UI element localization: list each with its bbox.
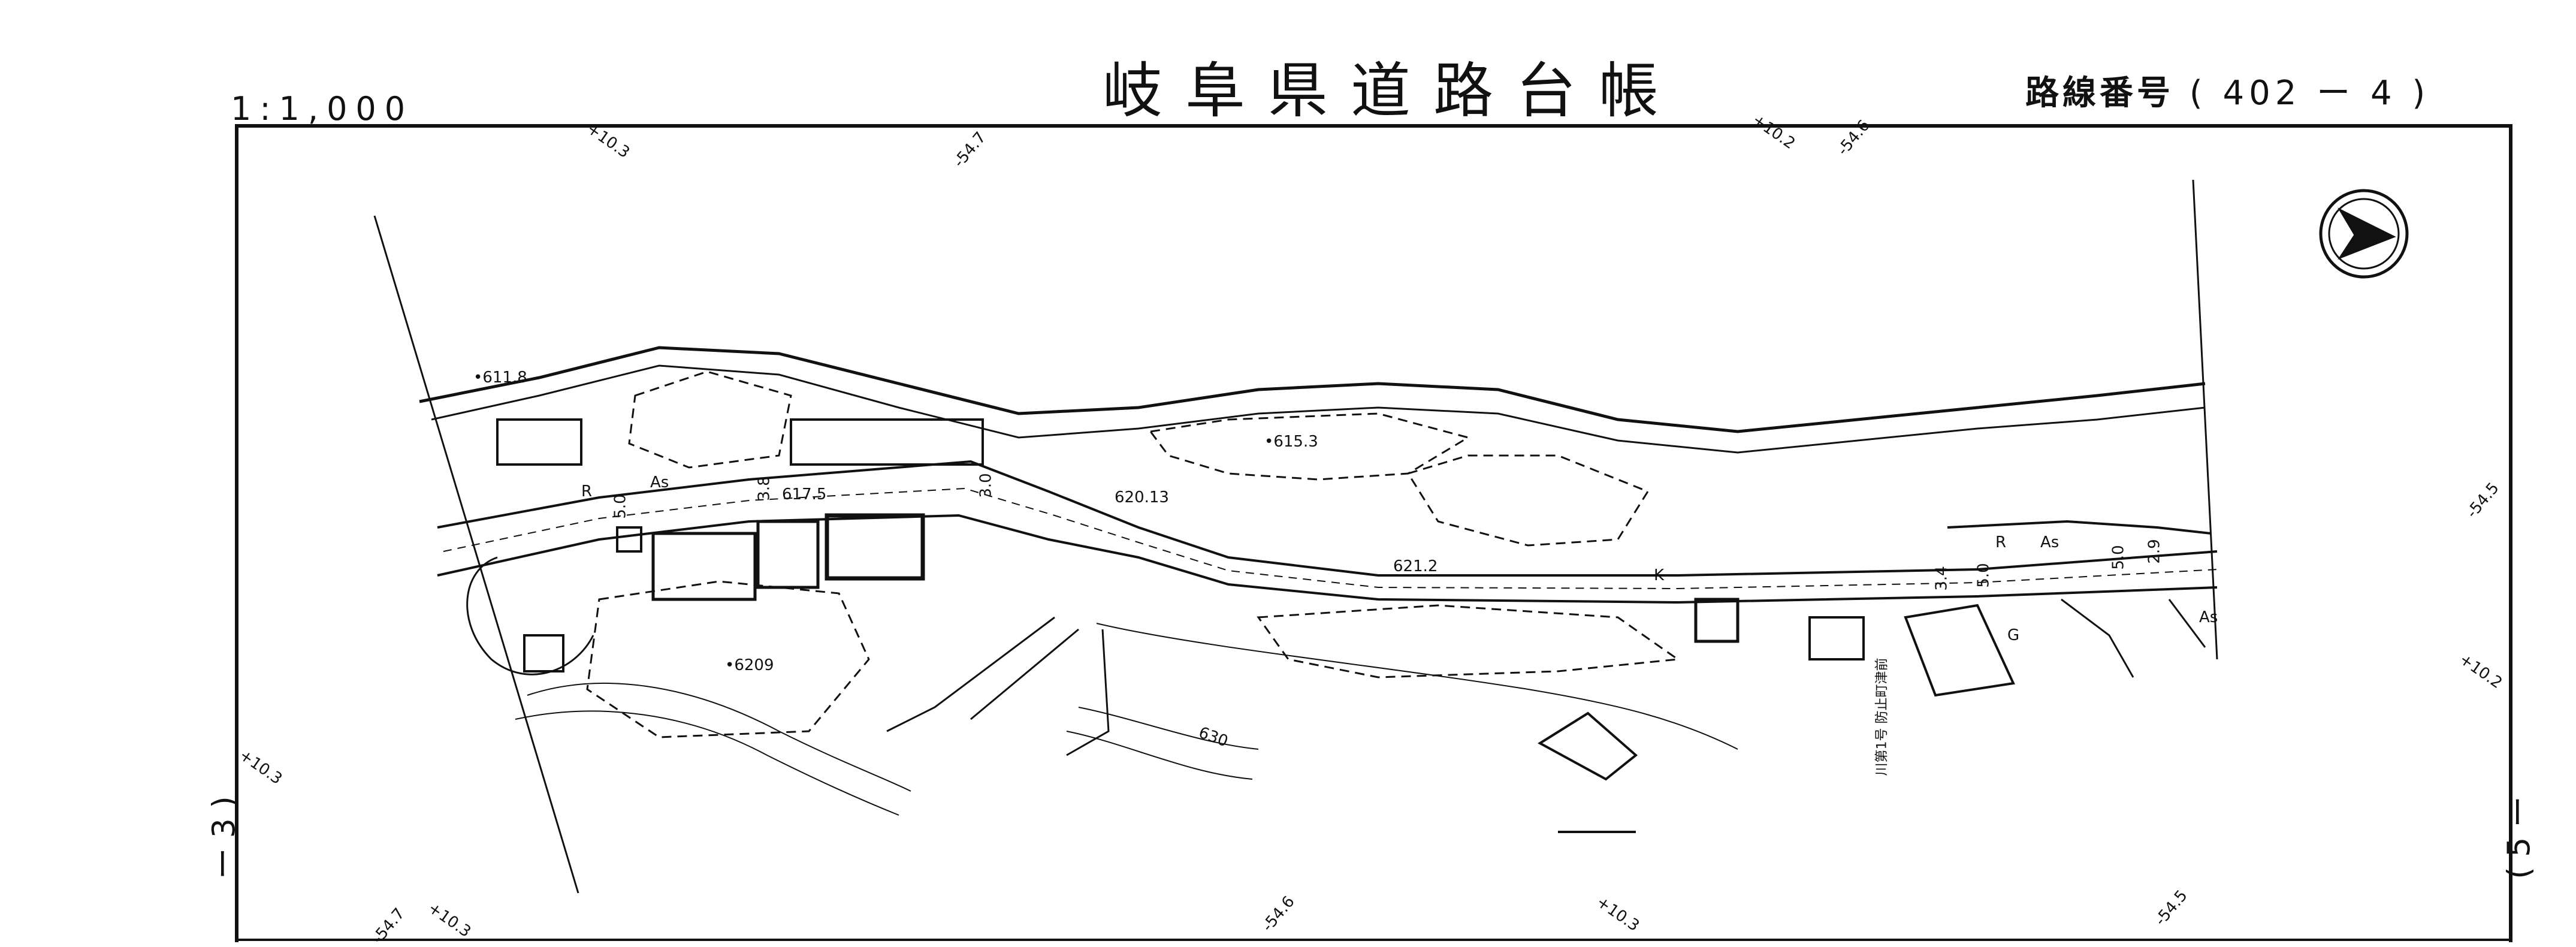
building-4 bbox=[523, 634, 564, 672]
terrain-boundary-4 bbox=[586, 580, 870, 738]
elevation-label: •6209 bbox=[725, 656, 774, 674]
route-number-label: 路線番号 bbox=[2025, 74, 2174, 113]
road-centerline bbox=[443, 487, 2218, 590]
width-label: 2.9 bbox=[2145, 539, 2164, 564]
surface-label: As bbox=[2040, 533, 2059, 551]
side-road-right bbox=[1947, 520, 2212, 535]
building-3 bbox=[825, 513, 925, 581]
width-label: 5.0 bbox=[2109, 545, 2128, 570]
spur-road-3 bbox=[1066, 629, 1110, 756]
river-bank-lower bbox=[431, 364, 2206, 454]
building-5 bbox=[496, 418, 582, 466]
surface-label: As bbox=[2199, 608, 2218, 626]
terrain-boundary-2 bbox=[1406, 454, 1650, 547]
road-mark-label: R bbox=[581, 482, 593, 500]
map-scale: 1:1,000 bbox=[231, 90, 414, 128]
building-6 bbox=[790, 418, 984, 466]
width-label: 3.8 bbox=[755, 476, 774, 501]
building-8 bbox=[1904, 604, 2015, 697]
building-9 bbox=[1694, 598, 1740, 643]
building-10 bbox=[1538, 711, 1638, 781]
road-mark-label: K bbox=[1654, 566, 1665, 584]
side-road-right-2 bbox=[2061, 598, 2134, 678]
width-label: 5.0 bbox=[611, 494, 630, 519]
cut-line-left bbox=[373, 215, 579, 894]
building-11 bbox=[616, 526, 642, 553]
road-mark-label: R bbox=[1995, 533, 2007, 551]
width-label: 5.0 bbox=[1974, 563, 1993, 588]
width-label: 3.4 bbox=[1932, 566, 1951, 591]
side-road-right-3 bbox=[2168, 599, 2206, 648]
elevation-label: •615.3 bbox=[1264, 433, 1318, 451]
surface-label: As bbox=[650, 474, 669, 491]
terrain-boundary-3 bbox=[628, 370, 792, 469]
contour-3 bbox=[1078, 707, 1259, 750]
spur-road-1 bbox=[886, 616, 1055, 732]
route-number-block: 路線番号 ( 402 ー 4 ) bbox=[2025, 66, 2430, 114]
contour-2 bbox=[515, 710, 899, 816]
building-1 bbox=[651, 532, 757, 601]
contour-5 bbox=[1096, 623, 1738, 750]
elevation-label: 620.13 bbox=[1115, 488, 1169, 506]
route-number-value: ( 402 ー 4 ) bbox=[2189, 74, 2430, 113]
cut-line-right bbox=[2192, 179, 2218, 660]
contour-4 bbox=[1066, 731, 1253, 780]
elevation-label: 617.5 bbox=[782, 485, 827, 503]
terrain-boundary-5 bbox=[1257, 604, 1681, 678]
map-frame bbox=[235, 124, 2512, 942]
sheet-title: 岐阜県道路台帳 bbox=[1103, 56, 1681, 126]
road-edge-north bbox=[437, 460, 2218, 577]
contour-1 bbox=[527, 683, 911, 792]
river-bank-upper bbox=[419, 346, 2206, 433]
spur-road-2 bbox=[970, 628, 1079, 720]
building-7 bbox=[1808, 616, 1865, 661]
elevation-label: •611.8 bbox=[473, 369, 527, 387]
road-mark-label: G bbox=[2007, 626, 2020, 644]
elevation-label: 621.2 bbox=[1393, 557, 1438, 575]
bridge-annotation: 川第1号 防止町津前 bbox=[1874, 658, 1890, 776]
hairpin-curve bbox=[466, 556, 594, 675]
road-edge-south bbox=[437, 514, 2218, 604]
building-2 bbox=[756, 520, 820, 589]
north-arrow-icon bbox=[2319, 189, 2409, 279]
width-label: 3.0 bbox=[977, 473, 995, 498]
